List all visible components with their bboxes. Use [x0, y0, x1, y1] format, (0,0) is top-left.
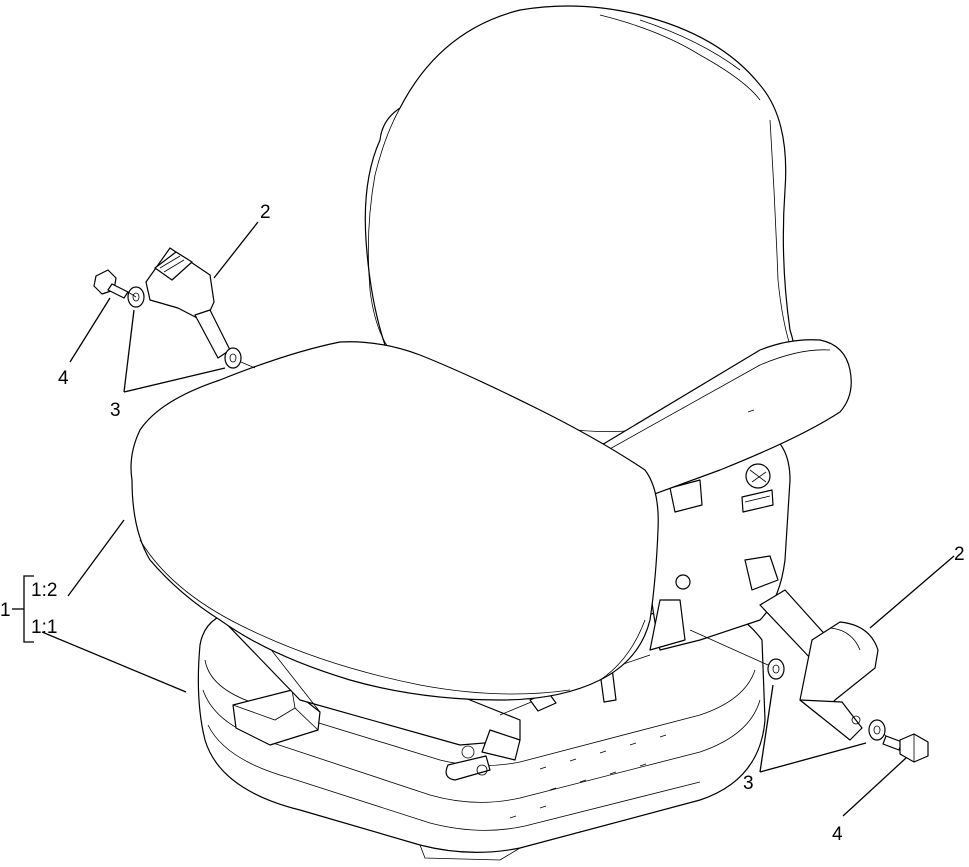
callout-belt-left: 2	[260, 202, 271, 223]
callout-bolt-left: 4	[58, 368, 69, 389]
callout-bolt-right: 4	[832, 824, 843, 845]
mount-axis-left	[127, 291, 256, 369]
washer-right-upper	[767, 658, 785, 680]
callout-washers-right: 3	[743, 773, 754, 794]
seat-cushion	[130, 341, 659, 701]
washer-right-lower	[868, 719, 886, 741]
callout-washers-left: 3	[110, 400, 121, 421]
callout-belt-right: 2	[954, 544, 965, 565]
mount-axis-right	[689, 629, 887, 737]
seat-backrest	[364, 5, 796, 446]
seat-belt-left	[145, 247, 231, 359]
bolt-left	[93, 269, 129, 299]
callout-seat-variant-b: 1:1	[31, 617, 57, 638]
callout-seat-assembly: 1	[0, 600, 11, 621]
leader-lines	[12, 221, 955, 817]
washer-left-lower	[224, 347, 242, 369]
seat-belt-right	[759, 589, 879, 741]
callout-seat-variant-a: 1:2	[31, 580, 57, 601]
bolt-right	[882, 733, 929, 763]
